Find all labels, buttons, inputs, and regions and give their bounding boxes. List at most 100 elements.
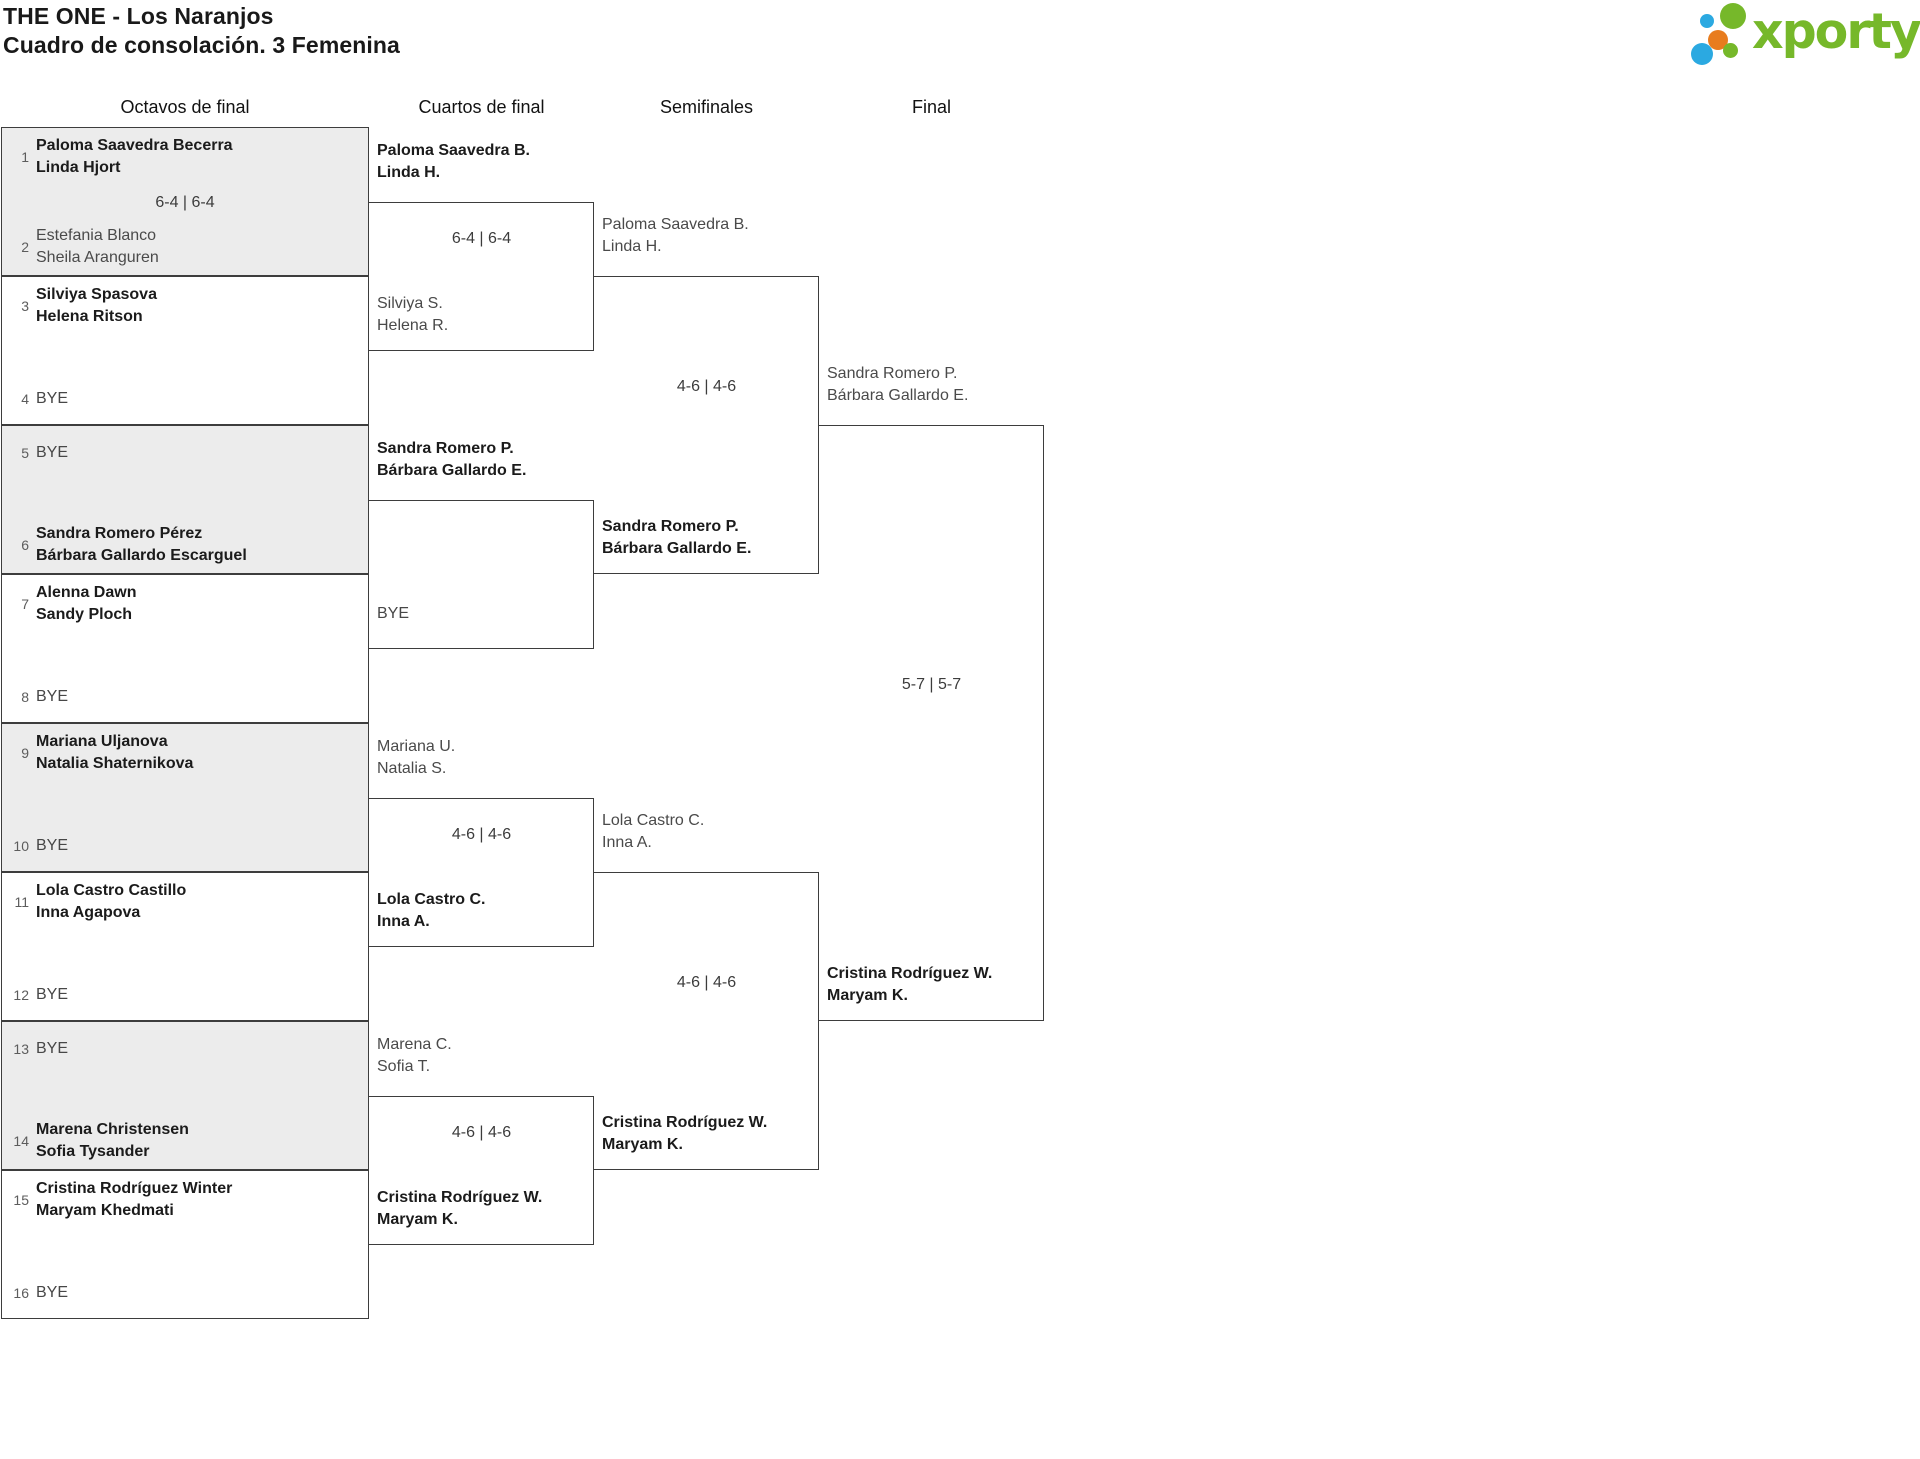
final-match-1-box [819,425,1044,1021]
team-name-line: Inna Agapova [36,904,141,921]
sf-team-slot[interactable]: Cristina Rodríguez W. Maryam K. [602,1112,811,1156]
bye-label: BYE [36,444,69,461]
final-team-slot[interactable]: Sandra Romero P. Bárbara Gallardo E. [827,363,1036,407]
qf-team-slot[interactable]: Mariana U.Natalia S. [377,736,586,780]
sf-team-slot[interactable]: Sandra Romero P. Bárbara Gallardo E. [602,516,811,560]
seed-number: 2 [21,239,29,255]
team-name-line: Cristina Rodríguez W. [602,1114,768,1131]
seed-number: 12 [13,987,29,1003]
team-name-line: Sandra Romero P. [827,365,958,382]
team-name-line: Maryam K. [602,1136,683,1153]
team-name-line: Bárbara Gallardo E. [827,387,969,404]
round-header-semifinales: Semifinales [659,97,754,117]
qf-team-slot[interactable]: Sandra Romero P.Bárbara Gallardo E. [377,438,586,482]
team-name-line: Sandy Ploch [36,606,133,623]
seed-number: 16 [13,1285,29,1301]
team-name-line: Alenna Dawn [36,584,137,601]
qf-match-4-box [369,1096,594,1245]
team-name-line: Maryam K. [377,1211,458,1228]
team-name-line: Sofia Tysander [36,1143,150,1160]
seed-number: 1 [21,149,29,165]
match-score: 4-6 | 4-6 [451,1124,512,1141]
bye-label: BYE [36,1284,69,1301]
team-name-line: Helena R. [377,317,449,334]
team-name-line: Paloma Saavedra Becerra [36,137,233,154]
team-name-line: Marena Christensen [36,1121,189,1138]
qf-team-slot[interactable]: Cristina Rodríguez W. Maryam K. [377,1187,586,1231]
team-name-line: Lola Castro C. [377,891,486,908]
round-header-final: Final [911,97,951,117]
team-name-line: Sandra Romero P. [377,440,514,457]
qf-team-slot[interactable]: Marena C. Sofia T. [377,1034,586,1078]
logo-dot-blue-small-icon [1700,14,1714,28]
qf-team-slot[interactable]: Lola Castro C.Inna A. [377,889,586,933]
team-name-line: Sandra Romero Pérez [36,525,203,542]
team-name-line: Sheila Aranguren [36,249,159,266]
round-header-octavos: Octavos de final [120,97,250,117]
team-name-line: Cristina Rodríguez W. [827,965,993,982]
team-name-line: Linda H. [377,164,441,181]
bye-label: BYE [36,390,69,407]
page-subtitle: Cuadro de consolación. 3 Femenina [3,32,400,58]
seed-number: 13 [13,1041,29,1057]
qf-team-slot[interactable]: Paloma Saavedra B.Linda H. [377,140,586,184]
qf-bye-slot: BYE [377,605,410,622]
team-name-line: Maryam K. [827,987,908,1004]
team-name-line: Bárbara Gallardo Escarguel [36,547,247,564]
match-score: 6-4 | 6-4 [155,194,215,211]
team-name-line: Natalia Shaternikova [36,755,194,772]
r16-bye-slot: 4 BYE [9,388,362,410]
seed-number: 3 [21,298,29,314]
bye-label: BYE [36,837,69,854]
sf-team-slot[interactable]: Lola Castro C.Inna A. [602,810,811,854]
team-name-line: Sofia T. [377,1058,431,1075]
team-name-line: Sandra Romero P. [602,518,739,535]
seed-number: 4 [21,391,29,407]
team-name-line: Silviya S. [377,295,443,312]
sf-team-slot[interactable]: Paloma Saavedra B.Linda H. [602,214,811,258]
team-name-line: Bárbara Gallardo E. [602,540,752,557]
team-name-line: Estefania Blanco [36,227,157,244]
seed-number: 14 [13,1133,29,1149]
round-header-cuartos: Cuartos de final [418,97,545,117]
qf-team-slot[interactable]: Silviya S. Helena R. [377,293,586,337]
logo-dot-orange-icon [1708,30,1728,50]
page-title: THE ONE - Los Naranjos [3,3,274,29]
bye-label: BYE [36,688,69,705]
team-name-line: Silviya Spasova [36,286,157,303]
final-team-slot[interactable]: Cristina Rodríguez W. Maryam K. [827,963,1036,1007]
logo-dot-green-small-icon [1723,43,1738,58]
team-name-line: Cristina Rodríguez W. [377,1189,543,1206]
sf-match-1-box [594,276,819,574]
seed-number: 6 [21,537,29,553]
match-score: 4-6 | 4-6 [676,974,737,991]
team-name-line: Maryam Khedmati [36,1202,174,1219]
match-score: 6-4 | 6-4 [451,230,512,247]
seed-number: 8 [21,689,29,705]
bye-label: BYE [36,1040,69,1057]
team-name-line: Mariana U. [377,738,456,755]
team-name-line: Marena C. [377,1036,452,1053]
qf-match-1-box [369,202,594,351]
logo-dot-blue-big-icon [1691,43,1713,65]
xporty-logo[interactable]: xporty [1690,2,1920,68]
r16-bye-slot: 8 BYE [9,686,362,708]
team-name-line: Mariana Uljanova [36,733,168,750]
